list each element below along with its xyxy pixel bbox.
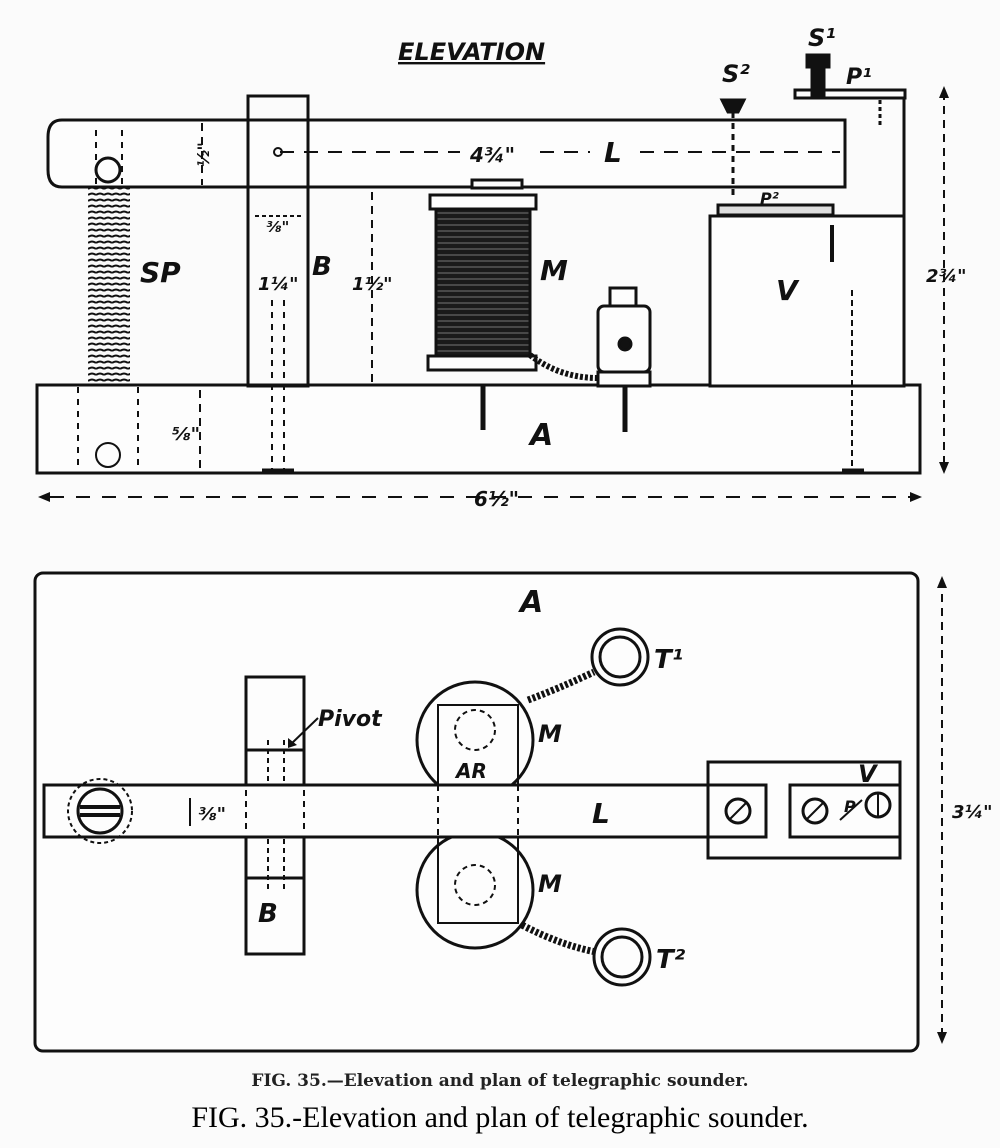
printed-caption: FIG. 35.—Elevation and plan of telegraph… <box>251 1071 748 1091</box>
dim-total-height: 2¾" <box>926 266 967 287</box>
screw-head-icon <box>724 797 752 825</box>
screw-s2-icon <box>719 98 747 195</box>
plan-view <box>33 571 947 1053</box>
label-t2: T² <box>656 945 686 975</box>
label-l-elevation: L <box>604 136 622 169</box>
label-s2: S² <box>722 60 750 88</box>
label-pivot: Pivot <box>318 707 383 732</box>
label-v-elevation: V <box>776 274 800 307</box>
plate-p2 <box>716 203 835 217</box>
label-m-plan-top: M <box>538 720 562 748</box>
elevation-bracket <box>246 94 310 388</box>
elevation-spring <box>88 188 130 385</box>
dim-bracket-height: 1¼" <box>258 274 299 295</box>
label-a-plan: A <box>518 585 543 620</box>
elevation-view <box>35 53 949 502</box>
label-t1: T¹ <box>654 645 683 675</box>
elevation-lever <box>46 118 847 189</box>
elevation-post <box>708 214 906 388</box>
terminal-t1-icon <box>526 627 650 704</box>
dim-base-height: ⅝" <box>172 424 200 445</box>
screw-s1-icon <box>805 53 831 97</box>
label-m-plan-bottom: M <box>538 870 562 898</box>
screw-head-icon <box>801 797 829 825</box>
label-v-plan: V <box>858 760 879 788</box>
terminal-t2-icon <box>520 921 652 987</box>
label-p1: P¹ <box>846 65 872 90</box>
label-a-elevation: A <box>528 418 553 453</box>
screw-head-icon <box>864 791 892 819</box>
label-m-elevation: M <box>540 254 568 287</box>
dim-total-width: 3¼" <box>952 802 993 823</box>
elevation-terminal <box>528 286 652 432</box>
label-b-plan: B <box>258 899 278 929</box>
plate-p1 <box>793 88 907 100</box>
elevation-title: ELEVATION <box>398 38 545 66</box>
label-b-elevation: B <box>312 252 332 282</box>
elevation-base <box>35 383 922 475</box>
plan-magnet-bottom <box>415 830 535 950</box>
label-p-plan: P <box>844 797 856 816</box>
plan-spring-end-icon <box>67 778 133 844</box>
label-l-plan: L <box>592 797 610 830</box>
typed-caption: FIG. 35.-Elevation and plan of telegraph… <box>191 1101 808 1134</box>
label-p2: P² <box>760 189 779 208</box>
label-ar: AR <box>454 759 487 783</box>
elevation-magnet <box>426 178 538 430</box>
dim-total-length: 6½" <box>474 487 519 511</box>
dim-lever-length: 4¾" <box>469 143 515 167</box>
dim-magnet-gap: 1½" <box>352 274 393 295</box>
label-sp: SP <box>140 256 181 289</box>
label-s1: S¹ <box>808 24 836 52</box>
dim-lever-thickness: ½" <box>194 142 213 167</box>
dim-bracket-width: ⅜" <box>266 218 289 236</box>
dim-lever-width: ⅜" <box>198 804 226 825</box>
